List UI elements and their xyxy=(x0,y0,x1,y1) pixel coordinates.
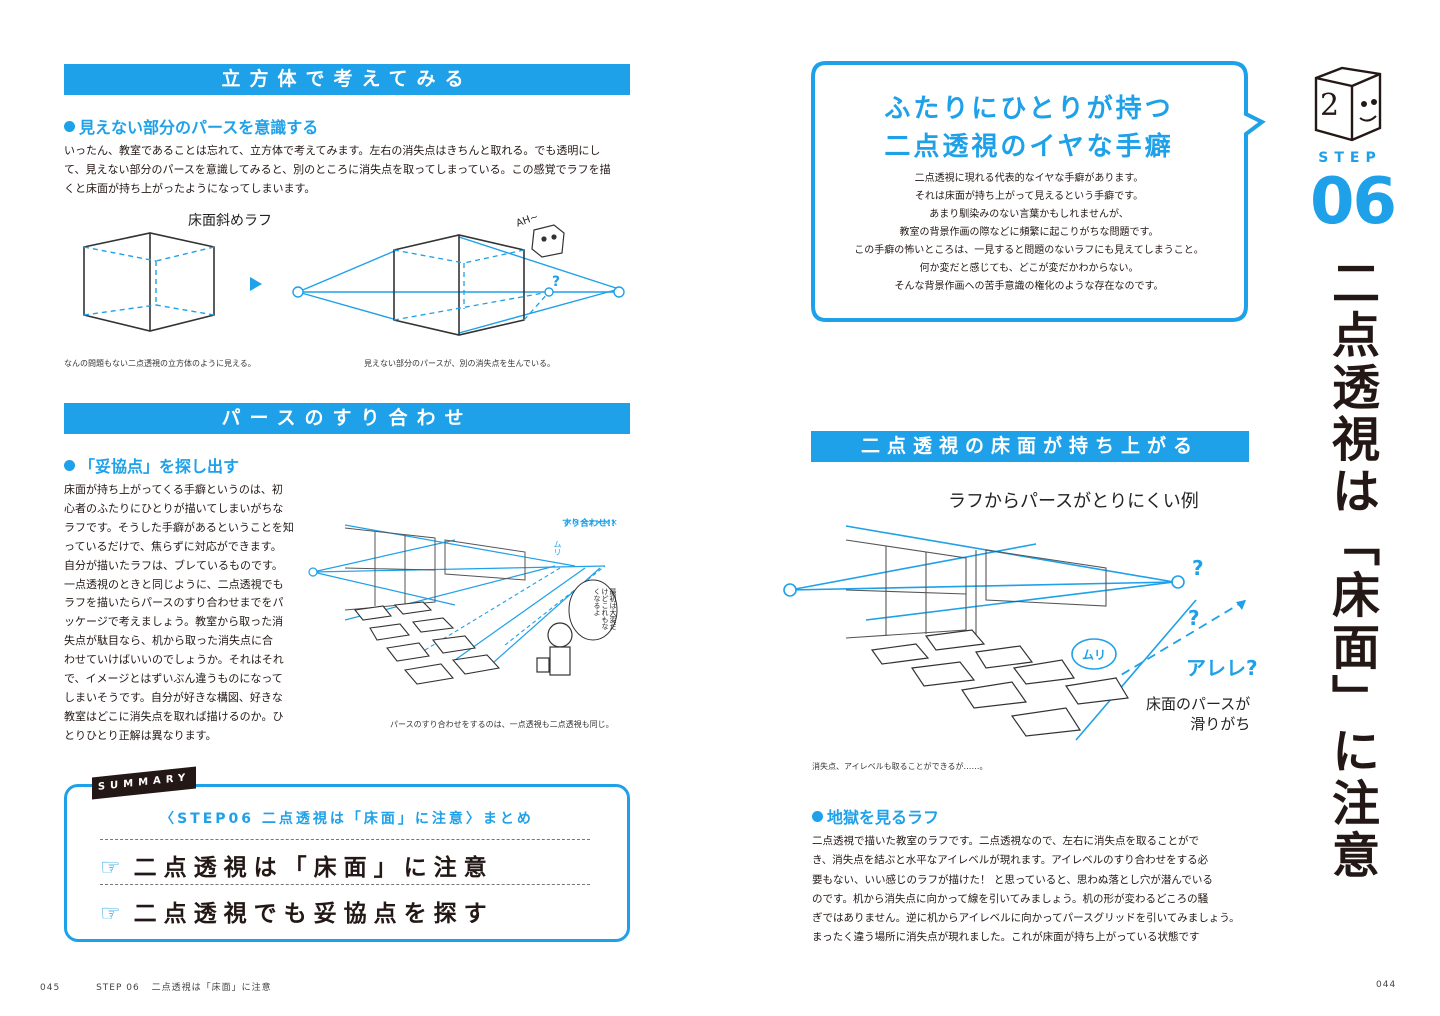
vanishing-point-extra-icon xyxy=(544,287,554,297)
bullet-dot-icon xyxy=(64,460,75,471)
fig-muri-right: ムリ xyxy=(1082,648,1107,662)
fig-bubble-text: 最初は大変だけどこれもなくなるよ xyxy=(593,588,617,630)
pointer-hand-icon: ☞ xyxy=(100,855,128,881)
vanishing-point-left-icon xyxy=(292,286,304,298)
fig-note-matching: すり合わせ!! xyxy=(562,519,616,529)
svg-text:×××××××: ××××××× xyxy=(565,518,618,528)
step-vertical-title: 二点透視は「床面」に注意 xyxy=(1323,258,1379,882)
callout-box xyxy=(811,61,1266,322)
section-bar-matching: パースのすり合わせ xyxy=(64,403,630,434)
footer-left: 045 STEP 06 二点透視は「床面」に注意 xyxy=(40,980,272,993)
step-cube-icon xyxy=(1314,66,1382,142)
vanishing-point-icon xyxy=(308,567,318,577)
bullet-dot-icon xyxy=(812,811,823,822)
caption-cube-1: なんの問題もない二点透視の立方体のように見える。 xyxy=(64,359,256,368)
fig-note-slip: 床面のパースが 滑りがち xyxy=(1146,695,1251,733)
fig-label-floor: 床面斜めラフ xyxy=(188,213,272,229)
speech-bubble-muri-icon xyxy=(1071,638,1117,670)
vanishing-point-left-icon xyxy=(783,583,797,597)
caption-floor: 消失点、アイレベルも取ることができるが……。 xyxy=(812,762,988,771)
fig-arere: アレレ? xyxy=(1186,656,1258,680)
fig-question: ? xyxy=(552,274,561,290)
classroom-sketch-right xyxy=(783,525,1247,741)
speech-bubble-icon xyxy=(568,579,618,641)
heading-invisible-perspective: 見えない部分のパースを意識する xyxy=(64,114,318,138)
pointer-hand-icon: ☞ xyxy=(100,901,128,927)
summary-title: 〈STEP06 二点透視は「床面」に注意〉まとめ xyxy=(160,811,534,827)
teacher-character-icon xyxy=(536,622,573,676)
footer-step: STEP 06 xyxy=(96,983,140,993)
footer-title: 二点透視は「床面」に注意 xyxy=(151,983,272,993)
cube-diagram xyxy=(83,224,625,336)
caption-cube-2: 見えない部分のパースが、別の消失点を生んでいる。 xyxy=(364,359,556,368)
fig-title-hard-example: ラフからパースがとりにくい例 xyxy=(948,491,1199,512)
callout-title-1: ふたりにひとりが持つ xyxy=(884,94,1174,124)
page-number-left: 045 xyxy=(40,983,61,993)
step-icon-number: 2 xyxy=(1320,88,1340,123)
summary-box xyxy=(64,784,630,942)
step-number: 06 xyxy=(1310,165,1397,239)
summary-item-2: ☞二点透視でも妥協点を探す xyxy=(100,901,494,927)
classroom-sketch-left: ××××××× xyxy=(308,518,618,685)
sec1-body: いったん、教室であることは忘れて、立方体で考えてみます。左右の消失点はきちんと取… xyxy=(64,144,611,196)
fig-q-right-1: ? xyxy=(1192,556,1204,580)
callout-body: 二点透視に現れる代表的なイヤな手癖があります。 それは床面が持ち上がって見えると… xyxy=(854,173,1204,292)
section-bar-floor-rises: 二点透視の床面が持ち上がる xyxy=(811,431,1249,462)
summary-divider-1 xyxy=(100,839,590,840)
fig-muri-left: ムリ xyxy=(553,540,562,556)
page-number-right: 044 xyxy=(1376,980,1397,990)
section-bar-cube: 立方体で考えてみる xyxy=(64,64,630,95)
bullet-dot-icon xyxy=(64,121,75,132)
step-label: STEP xyxy=(1318,150,1382,166)
sec2-right-body: 二点透視で描いた教室のラフです。二点透視なので、左右に消失点を取ることがで き、… xyxy=(812,835,1240,944)
sec2-body: 床面が持ち上がってくる手癖というのは、初 心者のふたりにひとりが描いてしまいがち… xyxy=(64,483,294,742)
plain-cube-figure xyxy=(83,232,215,332)
vanishing-point-right-icon xyxy=(1171,575,1185,589)
fig-q-right-2: ? xyxy=(1188,606,1200,630)
arrow-right-icon xyxy=(250,277,262,291)
summary-item-1: ☞二点透視は「床面」に注意 xyxy=(100,855,494,881)
heading-compromise: 「妥協点」を探し出す xyxy=(64,453,239,477)
arrow-up-right-icon xyxy=(1236,600,1246,610)
callout-title-2: 二点透視のイヤな手癖 xyxy=(884,132,1174,162)
caption-matching: パースのすり合わせをするのは、一点透視も二点透視も同じ。 xyxy=(390,720,614,729)
heading-hell-rough: 地獄を見るラフ xyxy=(812,804,939,828)
summary-divider-2 xyxy=(100,884,590,885)
vanishing-point-right-icon xyxy=(613,286,625,298)
mascot-cube-icon xyxy=(531,224,565,258)
